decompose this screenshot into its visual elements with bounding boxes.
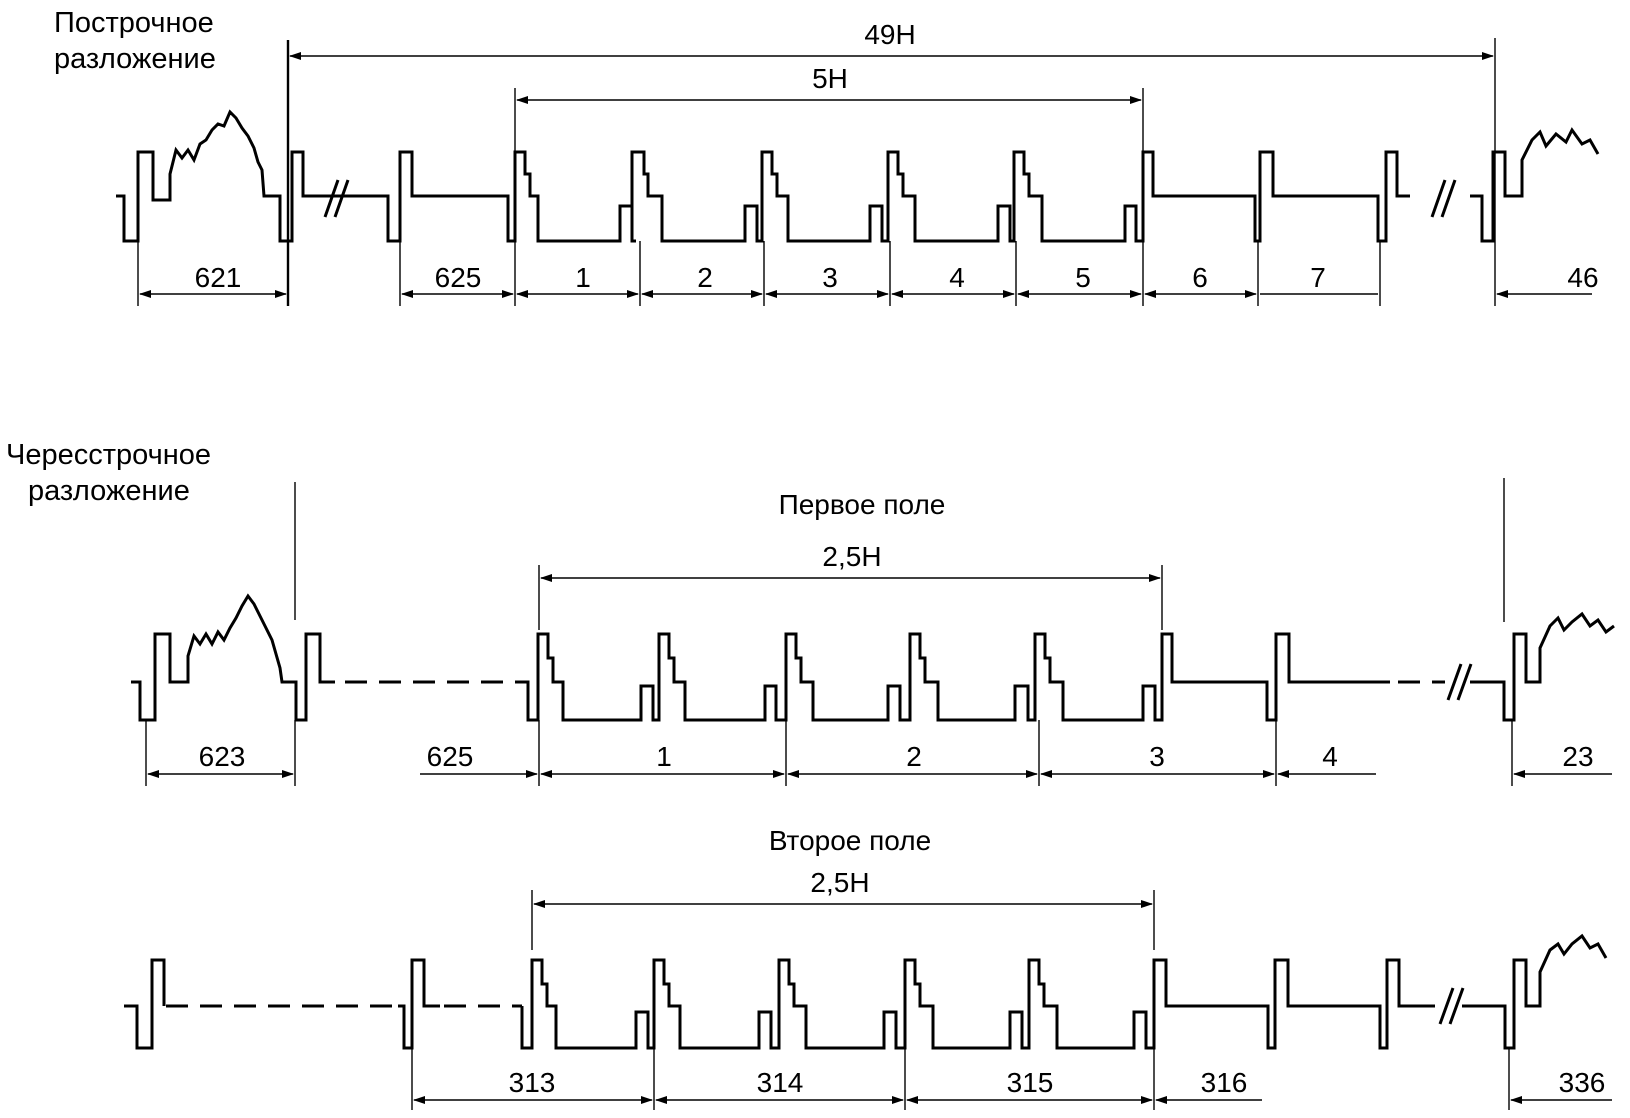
interlaced-label-line2: разложение	[28, 475, 190, 507]
field2-waveform-cont	[398, 958, 440, 1050]
line-number-label: 621	[195, 262, 242, 293]
progressive-line-numbers: 621 625 1 2 3 4 5 6 7 46	[195, 262, 1599, 293]
break-mark-icon	[1438, 987, 1465, 1025]
line-number-label: 23	[1562, 741, 1593, 772]
line-number-label: 46	[1567, 262, 1598, 293]
progressive-waveform-tail	[1470, 127, 1600, 243]
line-number-label: 316	[1201, 1067, 1248, 1098]
field1-waveform-tail	[1470, 611, 1615, 722]
field1-section: Первое поле 2,5H	[131, 478, 1615, 786]
break-mark-icon	[1446, 663, 1473, 701]
line-number-label: 314	[757, 1067, 804, 1098]
field2-waveform	[124, 958, 166, 1050]
line-number-label: 625	[427, 741, 474, 772]
line-number-label: 1	[575, 262, 591, 293]
line-number-label: 4	[949, 262, 965, 293]
field1-title: Первое поле	[779, 489, 946, 520]
break-mark-icon	[323, 179, 350, 218]
line-number-label: 7	[1310, 262, 1326, 293]
field1-waveform	[131, 593, 335, 722]
field2-waveform-main	[520, 958, 1435, 1050]
progressive-label-line2: разложение	[54, 43, 216, 75]
break-mark-icon	[1430, 179, 1457, 218]
interlaced-label-line1: Чересстрочное	[6, 439, 211, 471]
line-number-label: 1	[656, 741, 672, 772]
field1-waveform-cont	[525, 632, 1390, 722]
field2-extension-lines	[411, 1048, 1510, 1110]
line-number-label: 315	[1007, 1067, 1054, 1098]
field2-span-label: 2,5H	[810, 867, 869, 898]
field2-title: Второе поле	[769, 825, 931, 856]
line-number-label: 623	[199, 741, 246, 772]
field2-waveform-tail	[1462, 933, 1608, 1050]
progressive-waveform-cont	[360, 150, 1410, 243]
progressive-extension-lines	[137, 241, 1381, 306]
field1-span-label: 2,5H	[822, 541, 881, 572]
line-number-label: 313	[509, 1067, 556, 1098]
progressive-section: Построчное разложение 49H 5H	[54, 7, 1600, 306]
line-number-label: 2	[697, 262, 713, 293]
field1-line-numbers: 623 625 1 2 3 4 23	[199, 741, 1594, 772]
progressive-label-line1: Построчное	[54, 7, 214, 39]
progressive-waveform	[116, 109, 360, 243]
line-number-label: 3	[1149, 741, 1165, 772]
span-total-label: 49H	[864, 19, 915, 50]
line-number-label: 6	[1192, 262, 1208, 293]
field2-section: Второе поле 2,5H 313 314 315	[124, 825, 1612, 1110]
line-number-label: 336	[1559, 1067, 1606, 1098]
field1-extension-lines	[145, 720, 1513, 786]
field2-line-numbers: 313 314 315 316 336	[509, 1067, 1606, 1098]
line-number-label: 2	[906, 741, 922, 772]
line-number-label: 3	[822, 262, 838, 293]
line-number-label: 5	[1075, 262, 1091, 293]
span-equalizing-label: 5H	[812, 63, 848, 94]
interlaced-section: Чересстрочное разложение	[6, 439, 211, 507]
line-number-label: 625	[435, 262, 482, 293]
line-number-label: 4	[1322, 741, 1338, 772]
